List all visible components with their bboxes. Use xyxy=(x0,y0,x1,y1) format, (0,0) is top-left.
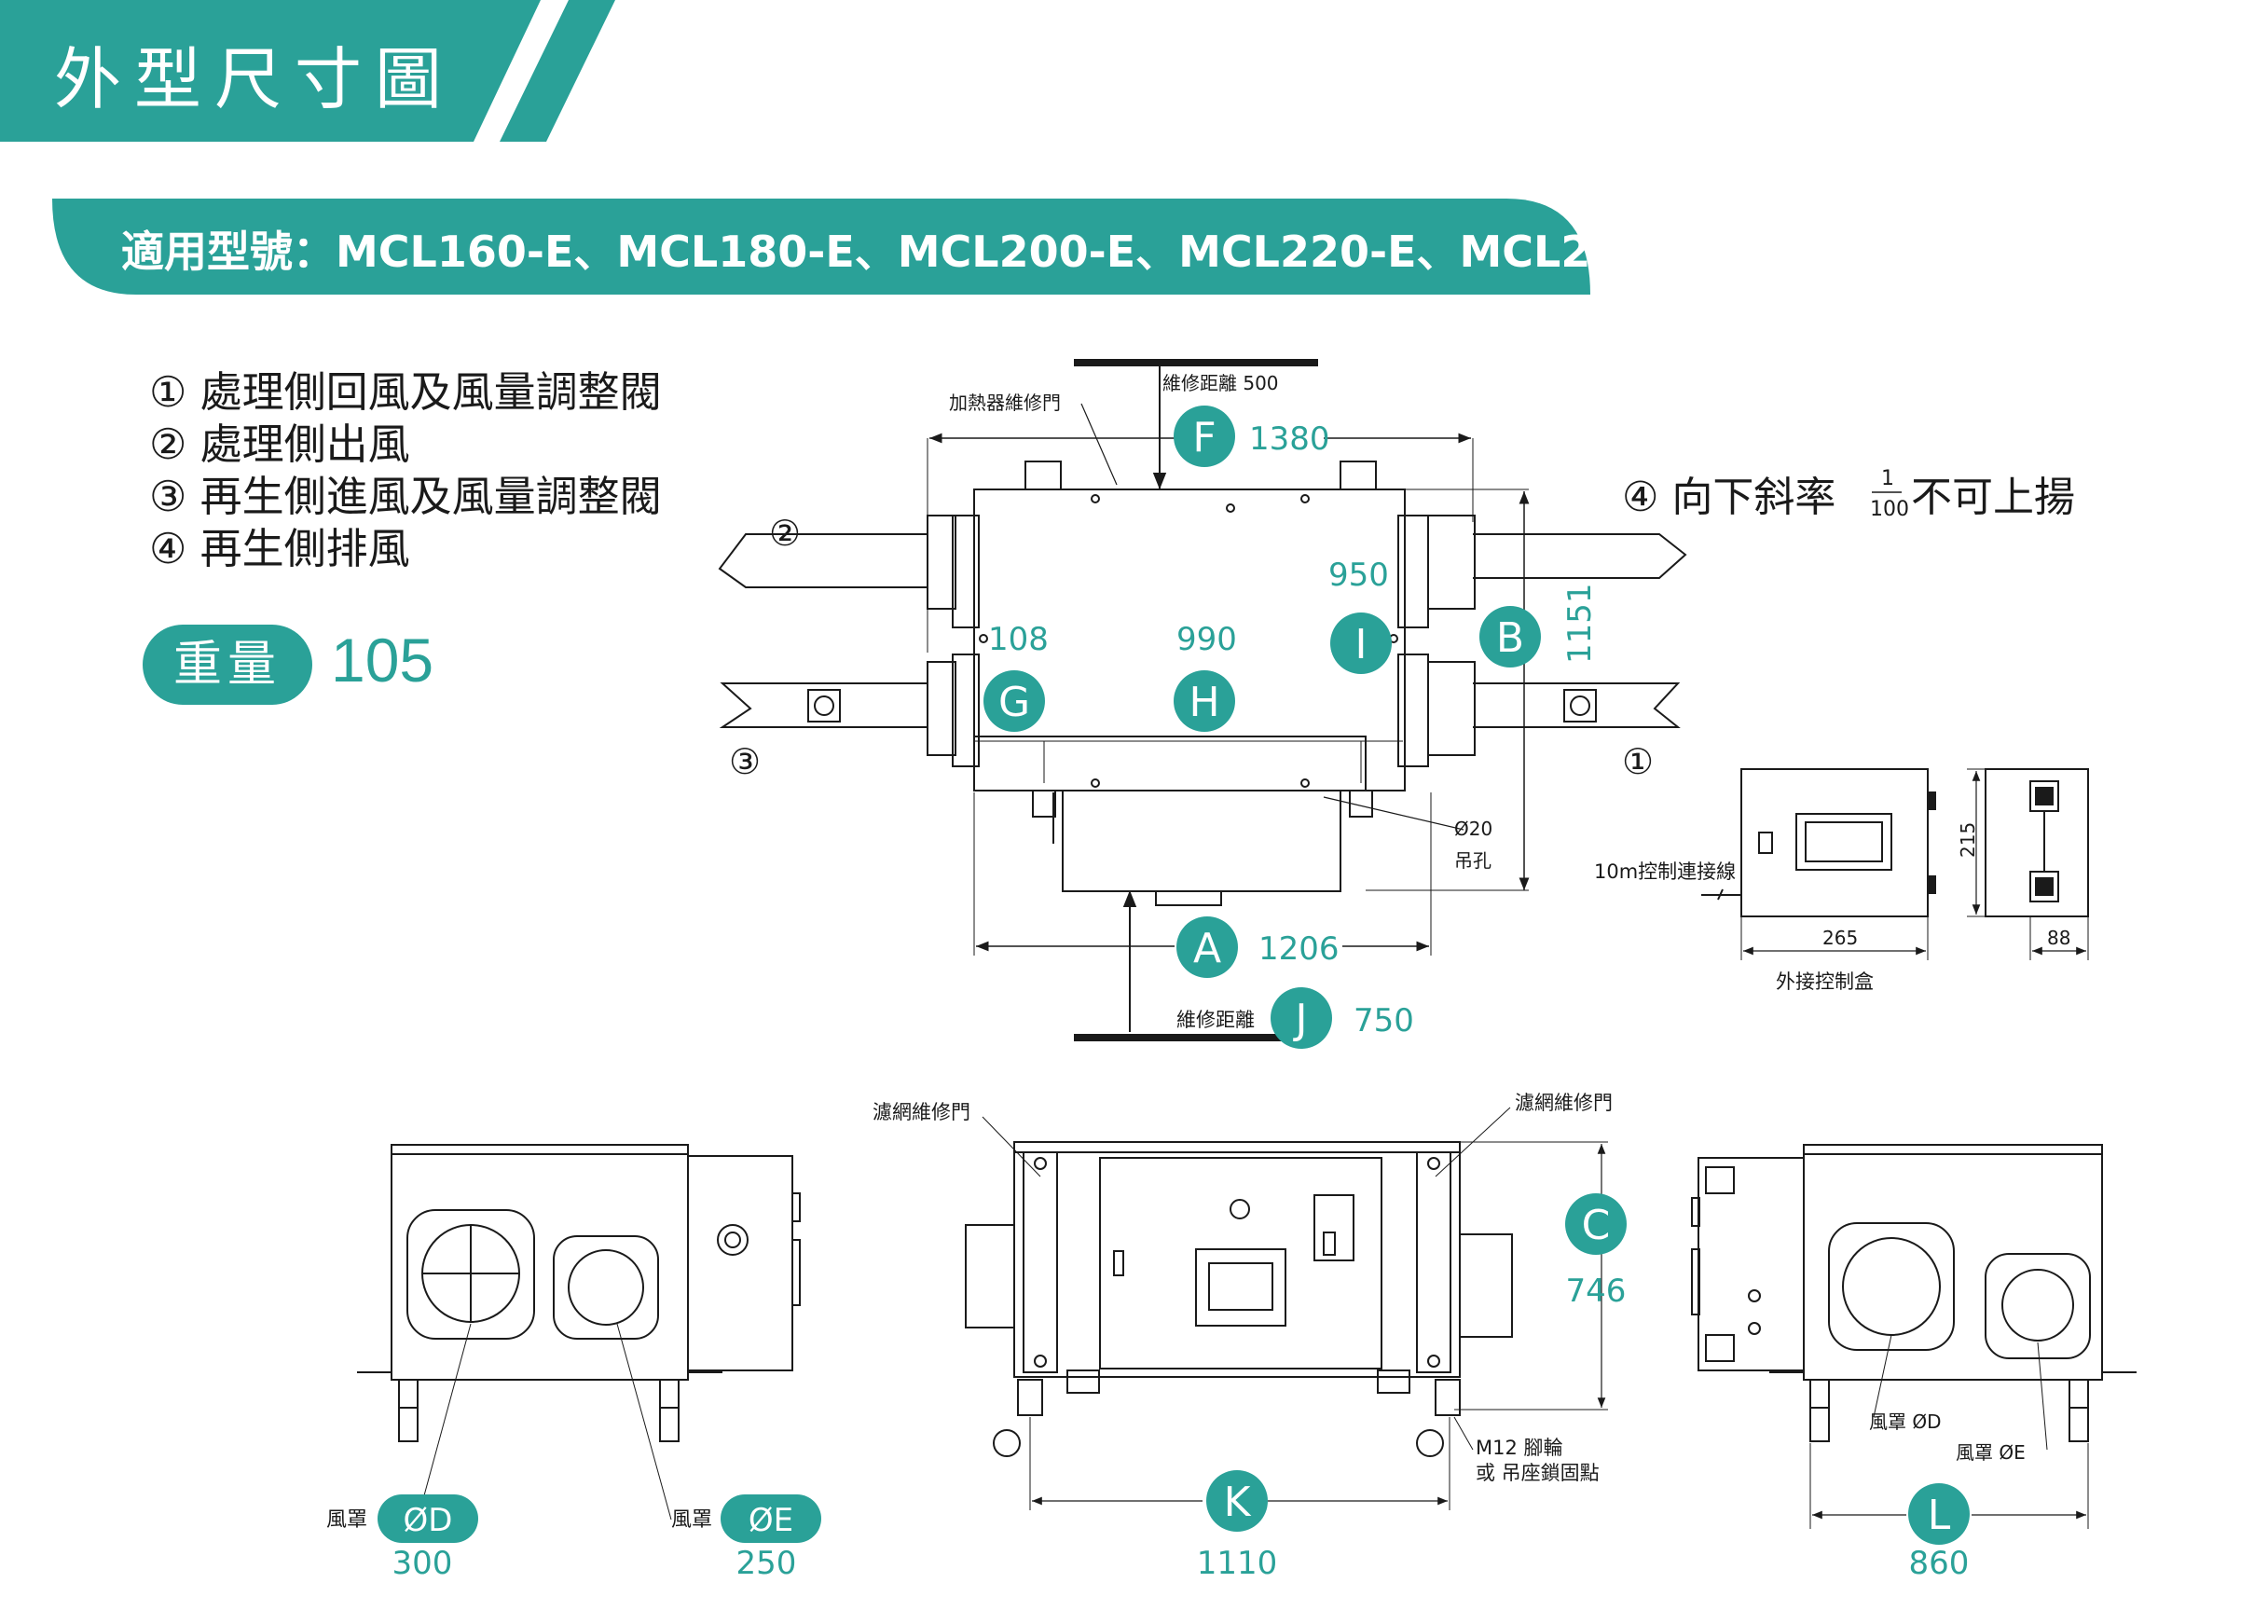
header-banner xyxy=(0,0,615,142)
page-title: 外型尺寸圖 xyxy=(54,40,456,118)
dim-g-badge: G xyxy=(983,670,1045,732)
control-cable-label: 10m控制連接線 xyxy=(1594,860,1736,883)
dim-k-badge: K xyxy=(1206,1470,1268,1532)
hood-e-label: 風罩 xyxy=(671,1508,712,1532)
service-clearance-top: 維修距離 500 xyxy=(1162,372,1279,394)
dim-i-badge: I xyxy=(1330,612,1392,674)
slope-denominator: 100 xyxy=(1870,498,1909,521)
hood-d-badge xyxy=(378,1494,478,1543)
dim-g-value: 108 xyxy=(988,621,1049,658)
svg-text:J: J xyxy=(1293,996,1308,1043)
dim-i-value: 950 xyxy=(1328,557,1389,594)
dim-c-badge: C xyxy=(1565,1193,1627,1255)
caster-note-line1: M12 腳輪 xyxy=(1476,1437,1563,1459)
hole-label: 吊孔 xyxy=(1454,849,1491,872)
heater-door-label: 加熱器維修門 xyxy=(949,392,1061,414)
legend-item-2: ② 處理側出風 xyxy=(149,420,410,469)
dim-b-value: 1151 xyxy=(1561,583,1599,664)
hood-e-badge xyxy=(721,1494,821,1543)
hood-e-value: 250 xyxy=(736,1545,797,1582)
hole-size: Ø20 xyxy=(1454,818,1492,840)
applicable-models: 適用型號：MCL160-E、MCL180-E、MCL200-E、MCL220-E… xyxy=(121,227,1698,277)
svg-text:C: C xyxy=(1582,1202,1611,1249)
control-box-caption: 外接控制盒 xyxy=(1776,970,1874,993)
slope-note-suffix: 不可上揚 xyxy=(1911,474,2075,521)
top-view xyxy=(718,359,1687,1041)
port-legend: ① 處理側回風及風量調整閥 ② 處理側出風 ③ 再生側進風及風量調整閥 ④ 再生… xyxy=(149,366,662,575)
svg-text:K: K xyxy=(1224,1479,1252,1526)
legend-item-1: ① 處理側回風及風量調整閥 xyxy=(149,367,662,417)
model-bar xyxy=(52,199,1590,295)
filter-door-left-label: 濾網維修門 xyxy=(873,1101,970,1123)
dim-k-value: 1110 xyxy=(1197,1545,1278,1582)
dim-h-value: 990 xyxy=(1176,621,1237,658)
slope-note-prefix: ④ 向下斜率 xyxy=(1622,474,1835,521)
control-box-width: 265 xyxy=(1822,927,1858,949)
svg-text:H: H xyxy=(1189,679,1219,726)
hood-e-symbol: ØE xyxy=(749,1502,793,1539)
dim-f-value: 1380 xyxy=(1249,420,1330,458)
dim-a-badge: A xyxy=(1176,916,1238,978)
dim-b-badge: B xyxy=(1479,606,1541,667)
legend-item-3: ③ 再生側進風及風量調整閥 xyxy=(149,472,662,521)
right-hood-e-label: 風罩 ØE xyxy=(1956,1441,2026,1464)
hood-d-label: 風罩 xyxy=(326,1508,367,1532)
left-side-view xyxy=(357,1144,801,1521)
right-side-view xyxy=(1691,1144,2137,1529)
dim-f-badge: F xyxy=(1174,406,1235,467)
slope-numerator: 1 xyxy=(1881,467,1894,490)
weight-value: 105 xyxy=(331,626,434,695)
dim-h-badge: H xyxy=(1174,670,1235,732)
dim-l-value: 860 xyxy=(1909,1545,1970,1582)
svg-text:L: L xyxy=(1928,1492,1951,1539)
svg-text:F: F xyxy=(1192,414,1216,461)
dim-j-badge: J xyxy=(1271,987,1332,1049)
hood-d-value: 300 xyxy=(392,1545,453,1582)
dim-l-badge: L xyxy=(1908,1483,1970,1545)
front-view xyxy=(965,1107,1608,1510)
control-box-drawing xyxy=(1701,768,2089,960)
svg-text:A: A xyxy=(1193,925,1221,972)
port-3-marker: ③ xyxy=(729,741,761,782)
control-box-depth: 88 xyxy=(2047,927,2070,949)
hood-d-symbol: ØD xyxy=(404,1502,453,1539)
weight-badge xyxy=(143,625,312,705)
legend-item-4: ④ 再生側排風 xyxy=(149,524,410,573)
svg-text:G: G xyxy=(998,679,1030,726)
port-1-marker: ① xyxy=(1622,741,1654,782)
filter-door-right-label: 濾網維修門 xyxy=(1515,1092,1613,1114)
dim-c-value: 746 xyxy=(1566,1273,1627,1310)
service-clearance-bottom: 維修距離 xyxy=(1176,1009,1255,1031)
port-2-marker: ② xyxy=(769,513,801,554)
dim-a-value: 1206 xyxy=(1258,930,1340,968)
dim-j-value: 750 xyxy=(1354,1002,1414,1039)
weight-label: 重量 xyxy=(172,637,282,693)
caster-note-line2: 或 吊座鎖固點 xyxy=(1476,1462,1600,1484)
right-hood-d-label: 風罩 ØD xyxy=(1869,1411,1942,1433)
svg-text:I: I xyxy=(1355,621,1368,668)
svg-text:B: B xyxy=(1496,614,1524,662)
control-box-height: 215 xyxy=(1957,822,1979,858)
